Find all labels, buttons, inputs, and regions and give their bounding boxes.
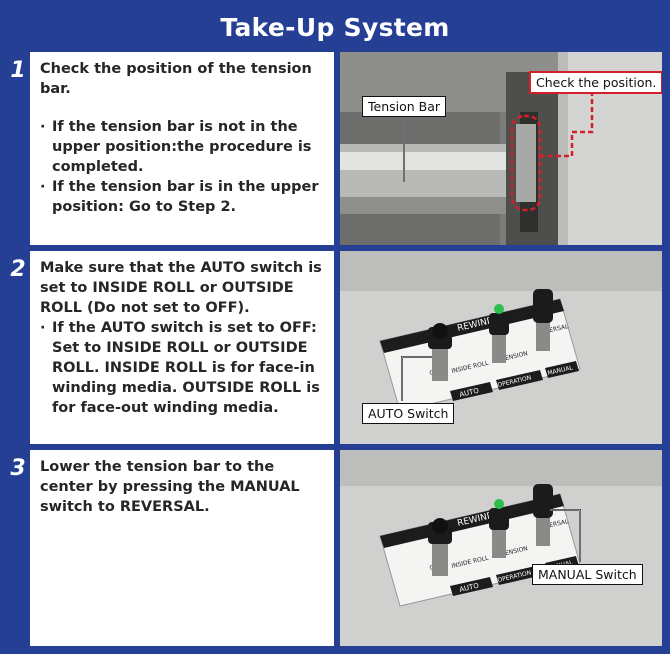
step-intro: Lower the tension bar to the center by p… xyxy=(40,459,300,515)
step-1-text: Check the position of the tension bar. ·… xyxy=(30,52,334,245)
step-number: 2 xyxy=(10,257,26,282)
step-number: 3 xyxy=(10,456,26,481)
page-title: Take-Up System xyxy=(220,13,450,42)
step-1: 1 Check the position of the tension bar.… xyxy=(0,52,670,245)
auto-switch-photo: REWIND AUTO OPERATION MANUAL OFF INSIDE … xyxy=(340,251,662,444)
auto-switch-callout: AUTO Switch xyxy=(362,403,455,424)
manual-switch-callout: MANUAL Switch xyxy=(532,564,643,585)
step-2-text: Make sure that the AUTO switch is set to… xyxy=(30,251,334,444)
step-3: 3 Lower the tension bar to the center by… xyxy=(0,450,670,646)
manual-switch-photo: REWIND AUTO OPERATION MANUAL OFF INSIDE … xyxy=(340,450,662,646)
tension-bar-callout: Tension Bar xyxy=(362,96,447,117)
bullet-text: If the AUTO switch is set to OFF: Set to… xyxy=(52,320,320,416)
step-intro: Make sure that the AUTO switch is set to… xyxy=(40,260,322,316)
bullet-text: If the tension bar is in the upper posit… xyxy=(52,179,319,215)
check-position-callout: Check the position. xyxy=(529,71,662,94)
bullet-item: ·If the AUTO switch is set to OFF: Set t… xyxy=(40,318,326,418)
step-3-text: Lower the tension bar to the center by p… xyxy=(30,450,334,646)
bullet-item: ·If the tension bar is not in the upper … xyxy=(40,117,326,177)
step-intro: Check the position of the tension bar. xyxy=(40,61,312,97)
bullet-item: ·If the tension bar is in the upper posi… xyxy=(40,177,326,217)
step-2: 2 Make sure that the AUTO switch is set … xyxy=(0,251,670,444)
tension-bar-photo: Tension Bar Check the position. xyxy=(340,52,662,245)
step-number: 1 xyxy=(10,58,26,83)
bullet-text: If the tension bar is not in the upper p… xyxy=(52,119,312,175)
